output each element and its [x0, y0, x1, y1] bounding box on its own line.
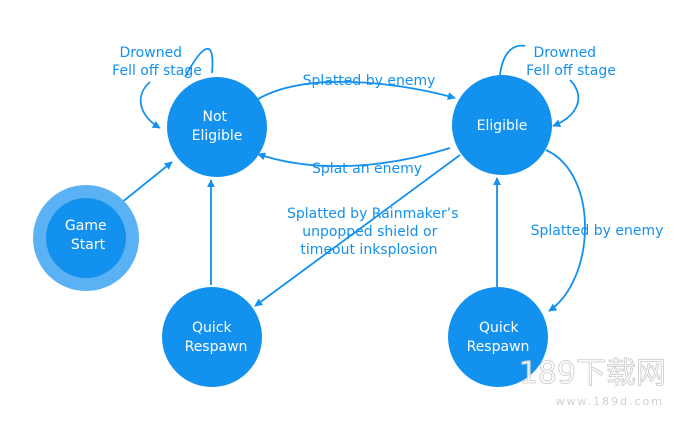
node-not-eligible: Not Eligible [167, 77, 267, 177]
edge-game-start-to-not-eligible [120, 161, 173, 204]
node-game-start-label: Game Start [65, 218, 111, 253]
node-quick-respawn-right: Quick Respawn [448, 287, 548, 387]
edge-self-eligible [499, 44, 526, 76]
edge-self-not-eligible [184, 47, 214, 78]
label-eligible-to-not-eligible: Splat an enemy [312, 161, 422, 177]
label-not-eligible-to-eligible: Splatted by enemy [303, 73, 436, 89]
node-quick-respawn-right-label: Quick Respawn [467, 320, 530, 355]
watermark-brand: 189下载网 [519, 356, 666, 391]
node-not-eligible-label: Not Eligible [192, 109, 243, 144]
node-quick-respawn-left-label: Quick Respawn [185, 320, 248, 355]
node-quick-respawn-left: Quick Respawn [162, 287, 262, 387]
edge-eligible-to-respawn-right [545, 149, 586, 312]
node-eligible-label: Eligible [477, 118, 528, 134]
watermark: 189下载网 www.189d.com [518, 356, 666, 408]
edges [120, 44, 586, 312]
edge-eligible-to-respawn-left [254, 154, 461, 307]
node-eligible: Eligible [452, 75, 552, 175]
watermark-url: www.189d.com [556, 395, 664, 408]
edge-eligible-to-not-eligible [257, 147, 451, 168]
label-self-eligible: Drowned Fell off stage [526, 45, 616, 79]
edge-self-not-eligible-return [139, 81, 161, 129]
label-self-not-eligible: Drowned Fell off stage [112, 45, 202, 79]
node-game-start: Game Start [33, 185, 139, 291]
label-eligible-to-respawn-right: Splatted by enemy [531, 223, 664, 239]
edge-self-eligible-return [552, 79, 580, 127]
label-eligible-to-respawn-left: Splatted by Rainmaker’s unpopped shield … [287, 206, 463, 258]
edge-labels: Drowned Fell off stage Drowned Fell off … [112, 45, 663, 258]
edge-not-eligible-to-eligible [254, 80, 456, 102]
